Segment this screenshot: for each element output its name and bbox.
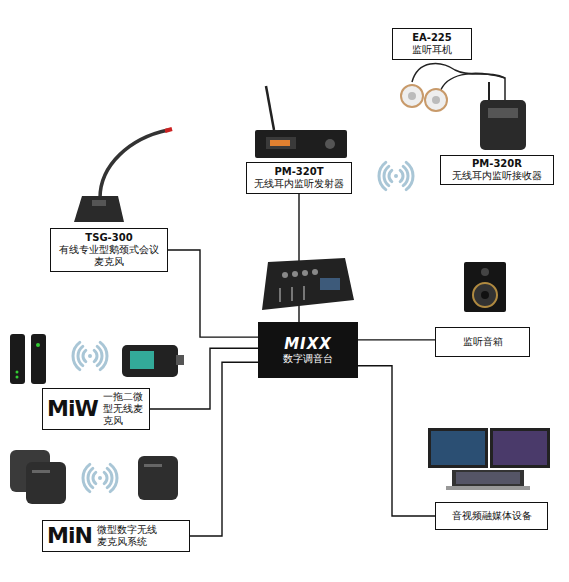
- connector-line: [190, 362, 258, 536]
- node-text: 一拖二微型无线麦克风: [103, 391, 145, 427]
- node-heading: TSG-300: [85, 232, 132, 244]
- node-heading: MIXX: [284, 335, 332, 353]
- label-box: PM-320R无线耳内监听接收器: [440, 155, 554, 185]
- transmitter-device: [255, 86, 347, 158]
- mixer-box: MIXX数字调音台: [258, 322, 358, 378]
- label-box: EA-225监听耳机: [392, 28, 472, 60]
- label-box: TSG-300有线专业型鹅颈式会议麦克风: [50, 228, 168, 272]
- node-text: 音视频融媒体设备: [452, 510, 532, 522]
- node-heading: EA-225: [412, 32, 452, 44]
- node-heading: MiN: [47, 524, 92, 548]
- wireless-waves: [73, 342, 107, 369]
- node-heading: PM-320T: [274, 166, 323, 178]
- wireless-waves: [83, 464, 117, 491]
- node-text: 监听耳机: [412, 44, 452, 56]
- node-text: 无线耳内监听发射器: [254, 178, 344, 190]
- wireless-waves: [379, 162, 413, 189]
- miw-device: [10, 334, 184, 384]
- node-text: 微型数字无线麦克风系统: [97, 524, 159, 548]
- mixer-device: [262, 258, 354, 310]
- min-device: [10, 450, 178, 504]
- node-heading: MiW: [47, 397, 98, 421]
- node-heading: PM-320R: [472, 158, 522, 170]
- gooseneck-mic: [74, 129, 172, 222]
- node-text: 无线耳内监听接收器: [452, 170, 542, 182]
- connector-line: [358, 339, 435, 340]
- node-text: 有线专业型鹅颈式会议麦克风: [55, 244, 163, 268]
- label-box: PM-320T无线耳内监听发射器: [246, 162, 352, 194]
- node-text: 监听音箱: [463, 336, 503, 348]
- connector-line: [168, 250, 258, 337]
- product-box: MiN微型数字无线麦克风系统: [42, 520, 190, 552]
- receiver-device: [480, 82, 526, 150]
- media-device: [428, 428, 550, 490]
- label-box: 监听音箱: [435, 327, 530, 357]
- node-text: 数字调音台: [283, 353, 333, 365]
- product-box: MiW一拖二微型无线麦克风: [42, 388, 150, 430]
- label-box: 音视频融媒体设备: [435, 502, 548, 530]
- connector-line: [358, 366, 435, 516]
- speaker-device: [464, 262, 506, 312]
